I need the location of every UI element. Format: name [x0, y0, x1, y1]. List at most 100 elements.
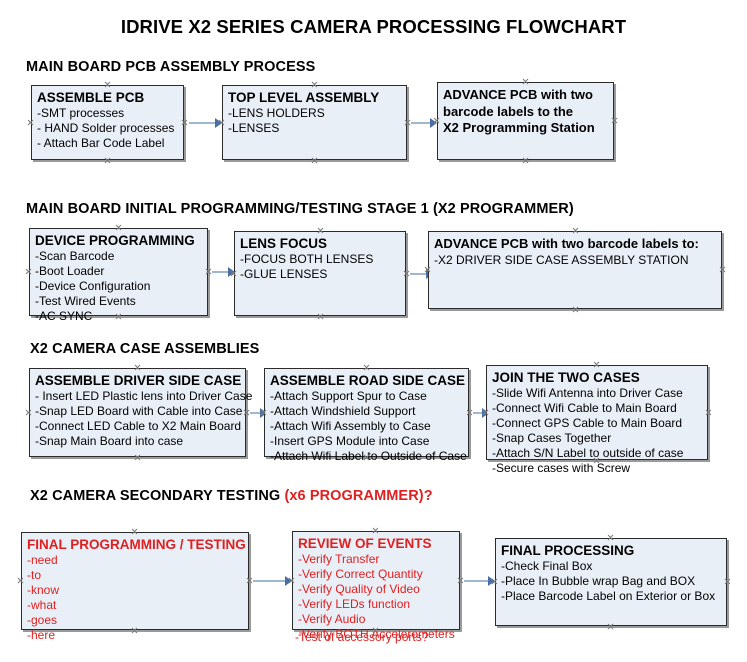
arrow-line: [464, 580, 490, 582]
box-body: FINAL PROGRAMMING / TESTING -need -to -k…: [27, 537, 246, 643]
section-title-x2-camera-case-assemblies: X2 CAMERA CASE ASSEMBLIES: [30, 341, 260, 357]
box-assemble-driver-side-case[interactable]: ASSEMBLE DRIVER SIDE CASE - Insert LED P…: [29, 368, 253, 457]
box-final-processing[interactable]: FINAL PROCESSING -Check Final Box -Place…: [495, 538, 727, 626]
box-item: -Connect GPS Cable to Main Board: [492, 416, 683, 430]
arrow-line: [212, 271, 230, 273]
box-heading: ASSEMBLE DRIVER SIDE CASE: [35, 373, 242, 388]
box-advance-pcb-programming-station[interactable]: ADVANCE PCB with two barcode labels to t…: [437, 82, 614, 160]
box-final-programming-testing[interactable]: FINAL PROGRAMMING / TESTING -need -to -k…: [21, 532, 249, 642]
box-body: ADVANCE PCB with two barcode labels to t…: [443, 87, 611, 137]
box-item: -Verify Quality of Video: [298, 582, 420, 596]
box-item: -FOCUS BOTH LENSES: [240, 252, 374, 266]
box-item: - HAND Solder processes: [37, 121, 175, 135]
box-heading: DEVICE PROGRAMMING: [35, 233, 195, 248]
page-title: IDRIVE X2 SERIES CAMERA PROCESSING FLOWC…: [120, 16, 627, 37]
box-item: -here: [27, 628, 56, 642]
box-body: LENS FOCUS -FOCUS BOTH LENSES -GLUE LENS…: [240, 236, 403, 282]
box-review-of-events[interactable]: REVIEW OF EVENTS -Verify Transfer -Verif…: [292, 531, 460, 641]
box-item: -Snap Main Board into case: [35, 434, 184, 448]
box-item: X2 Programming Station: [443, 120, 595, 135]
box-item: -Verify Transfer: [298, 552, 380, 566]
box-body: FINAL PROCESSING -Check Final Box -Place…: [501, 543, 724, 604]
box-item: -Place Barcode Label on Exterior or Box: [501, 589, 716, 603]
box-item: - Insert LED Plastic lens into Driver Ca…: [35, 389, 253, 403]
box-item: -Check Final Box: [501, 559, 593, 573]
box-item: -Verify Audio: [298, 612, 366, 626]
box-assemble-road-side-case[interactable]: ASSEMBLE ROAD SIDE CASE -Attach Support …: [264, 368, 469, 463]
box-item: -LENS HOLDERS: [228, 106, 325, 120]
box-item: -Attach Support Spur to Case: [270, 389, 427, 403]
box-item: -X2 DRIVER SIDE CASE ASSEMBLY STATION: [434, 252, 689, 267]
box-advance-pcb-driver-side-station[interactable]: ADVANCE PCB with two barcode labels to: …: [428, 231, 722, 309]
box-item: -Device Configuration: [35, 279, 151, 293]
box-item: -to: [27, 568, 42, 582]
box-item: -know: [27, 583, 60, 597]
box-item: -AC SYNC: [35, 309, 93, 323]
section-title-main-board-initial-programming: MAIN BOARD INITIAL PROGRAMMING/TESTING S…: [26, 201, 574, 217]
box-top-level-assembly[interactable]: TOP LEVEL ASSEMBLY -LENS HOLDERS -LENSES: [222, 85, 407, 160]
section-title-x2-camera-secondary-testing: X2 CAMERA SECONDARY TESTING (x6 PROGRAMM…: [30, 488, 433, 504]
box-item: - Attach Bar Code Label: [37, 136, 165, 150]
box-heading: FINAL PROGRAMMING / TESTING: [27, 537, 246, 552]
box-item: -Snap Cases Together: [492, 431, 612, 445]
box-item: -Place In Bubble wrap Bag and BOX: [501, 574, 696, 588]
box-heading: ADVANCE PCB with two barcode labels to:: [434, 236, 699, 251]
box-item: -need: [27, 553, 58, 567]
box-item: -goes: [27, 613, 58, 627]
arrow-line: [250, 412, 262, 414]
box-item: -SMT processes: [37, 106, 125, 120]
box-item: -Scan Barcode: [35, 249, 115, 263]
box-body: ASSEMBLE PCB -SMT processes - HAND Solde…: [37, 90, 181, 151]
box-item: -Slide Wifi Antenna into Driver Case: [492, 386, 683, 400]
box-heading: FINAL PROCESSING: [501, 543, 635, 558]
section-title-suffix: (x6 PROGRAMMER)?: [284, 488, 433, 504]
box-item: -GLUE LENSES: [240, 267, 328, 281]
arrow-head-icon: [215, 118, 222, 128]
arrow-head-icon: [482, 408, 489, 418]
box-heading: LENS FOCUS: [240, 236, 328, 251]
section-title-main-board-pcb-assembly: MAIN BOARD PCB ASSEMBLY PROCESS: [26, 59, 316, 75]
box-item: -Attach S/N Label to outside of case: [492, 446, 684, 460]
arrow-line: [410, 273, 428, 275]
box-item: -Verify BOTH Accelerometers: [298, 627, 455, 641]
arrow-head-icon: [228, 267, 235, 277]
box-item: -Boot Loader: [35, 264, 105, 278]
box-item: barcode labels to the: [443, 103, 574, 119]
box-heading: ASSEMBLE PCB: [37, 90, 145, 105]
arrow-head-icon: [430, 118, 437, 128]
arrow-head-icon: [285, 576, 292, 586]
box-item: -Secure cases with Screw: [492, 461, 631, 475]
arrow-line: [411, 122, 432, 124]
box-body: ADVANCE PCB with two barcode labels to: …: [434, 236, 719, 268]
box-heading: JOIN THE TWO CASES: [492, 370, 640, 385]
box-assemble-pcb[interactable]: ASSEMBLE PCB -SMT processes - HAND Solde…: [31, 85, 184, 160]
box-item: -Test Wired Events: [35, 294, 136, 308]
box-body: DEVICE PROGRAMMING -Scan Barcode -Boot L…: [35, 233, 205, 324]
box-item: -Verify LEDs function: [298, 597, 411, 611]
arrow-line: [253, 580, 287, 582]
box-item: -Snap LED Board with Cable into Case: [35, 404, 243, 418]
box-body: ASSEMBLE DRIVER SIDE CASE - Insert LED P…: [35, 373, 253, 449]
box-heading: ASSEMBLE ROAD SIDE CASE: [270, 373, 466, 388]
box-heading: TOP LEVEL ASSEMBLY: [228, 90, 380, 105]
box-body: JOIN THE TWO CASES -Slide Wifi Antenna i…: [492, 370, 705, 476]
box-heading: ADVANCE PCB with two: [443, 87, 593, 102]
box-item: -Verify Correct Quantity: [298, 567, 423, 581]
arrow-line: [189, 122, 217, 124]
box-item-overflow: -Test of accessory ports?: [295, 630, 429, 644]
box-body: ASSEMBLE ROAD SIDE CASE -Attach Support …: [270, 373, 467, 464]
box-heading: REVIEW OF EVENTS: [298, 536, 432, 551]
arrow-head-icon: [488, 576, 495, 586]
box-item: -Attach Wifi Assembly to Case: [270, 419, 431, 433]
arrow-head-icon: [260, 408, 267, 418]
arrow-line: [473, 412, 484, 414]
box-item: -Attach Wifi Label to Outside of Case: [270, 449, 467, 463]
box-device-programming[interactable]: DEVICE PROGRAMMING -Scan Barcode -Boot L…: [29, 228, 208, 323]
box-body: TOP LEVEL ASSEMBLY -LENS HOLDERS -LENSES: [228, 90, 404, 136]
box-join-the-two-cases[interactable]: JOIN THE TWO CASES -Slide Wifi Antenna i…: [486, 365, 708, 475]
box-body: REVIEW OF EVENTS -Verify Transfer -Verif…: [298, 536, 457, 642]
box-lens-focus[interactable]: LENS FOCUS -FOCUS BOTH LENSES -GLUE LENS…: [234, 231, 406, 316]
box-item: -Attach Windshield Support: [270, 404, 416, 418]
box-item: -LENSES: [228, 121, 280, 135]
